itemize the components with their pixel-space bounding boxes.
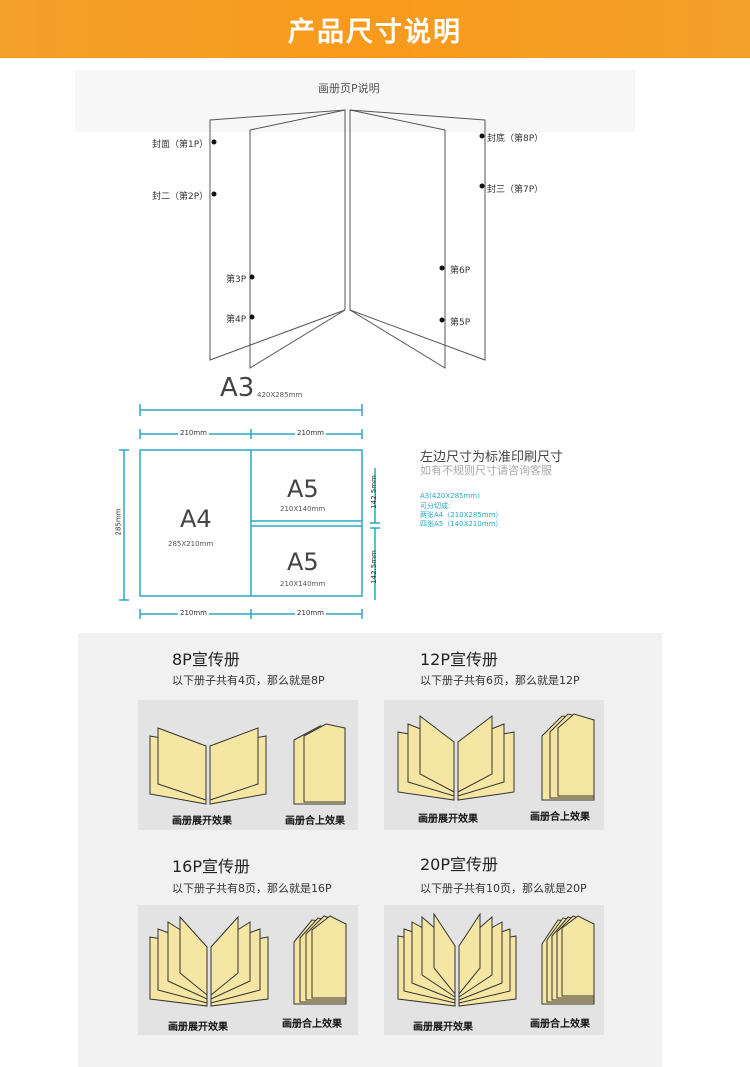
pages-diagram-title: 画册页P说明 — [318, 82, 380, 95]
brochure-12p-closed-label: 画册合上效果 — [530, 812, 590, 823]
brochure-12p-open-label: 画册展开效果 — [418, 814, 478, 825]
dim-left-height: 285mm — [114, 508, 123, 536]
pages-diagram-bg — [75, 70, 635, 132]
brochure-8p-title: 8P宣传册 — [172, 650, 240, 669]
dim-right-bottom-height: 142.5mm — [369, 550, 378, 584]
brochure-16p-title: 16P宣传册 — [172, 857, 251, 876]
brochure-16p-open-label: 画册展开效果 — [168, 1022, 228, 1033]
size-diagram-lines — [119, 404, 380, 619]
brochure-12p-closed-icon — [541, 713, 595, 801]
dim-top-left: 210mm — [178, 429, 209, 437]
brochure-16p-closed-icon — [293, 915, 347, 1005]
label-cover: 封面（第1P） — [152, 140, 209, 150]
brochure-8p-closed-icon — [293, 723, 346, 805]
dim-top-right: 210mm — [295, 429, 326, 437]
a5-bottom-label: A5 — [287, 548, 319, 576]
brochure-12p-open-icon — [397, 714, 515, 801]
a5-bottom-size: 210X140mm — [280, 580, 326, 588]
a3-label: A3 — [220, 373, 255, 403]
a4-size: 285X210mm — [168, 540, 214, 548]
dim-bottom-right: 210mm — [295, 609, 326, 617]
brochure-8p-open-label: 画册展开效果 — [172, 816, 232, 827]
size-note-sub: 如有不规则尺寸请咨询客服 — [420, 464, 552, 477]
pages-diagram-illustration — [209, 109, 486, 369]
label-back-cover-3: 封三（第7P） — [487, 185, 544, 195]
a5-top-label: A5 — [287, 475, 319, 503]
brochure-8p-closed-label: 画册合上效果 — [285, 816, 345, 827]
brochure-12p-title: 12P宣传册 — [420, 650, 499, 669]
brochure-20p-title: 20P宣传册 — [420, 855, 499, 874]
a5-top-size: 210X140mm — [280, 505, 326, 513]
label-page5: 第5P — [450, 318, 471, 328]
brochure-20p-open-label: 画册展开效果 — [413, 1022, 473, 1033]
a3-size: 420X285mm — [257, 391, 303, 399]
a4-label: A4 — [180, 505, 212, 533]
size-note-line-4: 四张A5（140X210mm） — [420, 520, 503, 528]
label-cover-2: 封二（第2P） — [152, 192, 209, 202]
header-banner: 产品尺寸说明 — [0, 0, 750, 58]
brochure-20p-closed-label: 画册合上效果 — [530, 1019, 590, 1030]
dim-right-top-height: 142.5mm — [369, 475, 378, 509]
brochure-16p-subtitle: 以下册子共有8页，那么就是16P — [172, 882, 332, 895]
page-title: 产品尺寸说明 — [288, 17, 462, 48]
brochure-16p-closed-label: 画册合上效果 — [282, 1019, 342, 1030]
dim-bottom-left: 210mm — [178, 609, 209, 617]
label-page3: 第3P — [226, 275, 247, 285]
label-back-cover: 封底（第8P） — [487, 134, 544, 144]
size-note-line-3: 两张A4（210X285mm） — [420, 511, 503, 519]
brochure-8p-subtitle: 以下册子共有4页，那么就是8P — [172, 674, 325, 687]
brochure-20p-closed-icon — [541, 915, 595, 1005]
size-note-title: 左边尺寸为标准印刷尺寸 — [420, 450, 564, 465]
brochure-8p-open-icon — [149, 727, 267, 805]
label-page6: 第6P — [450, 266, 471, 276]
label-page4: 第4P — [226, 315, 247, 325]
size-note-line-1: A3(420X285mm) — [420, 492, 480, 500]
brochure-20p-subtitle: 以下册子共有10页，那么就是20P — [420, 882, 587, 895]
brochure-12p-subtitle: 以下册子共有6页，那么就是12P — [420, 674, 580, 687]
brochure-20p-open-icon — [397, 912, 517, 1007]
size-note-line-2: 可分切成: — [420, 502, 451, 510]
brochure-16p-open-icon — [149, 915, 269, 1007]
